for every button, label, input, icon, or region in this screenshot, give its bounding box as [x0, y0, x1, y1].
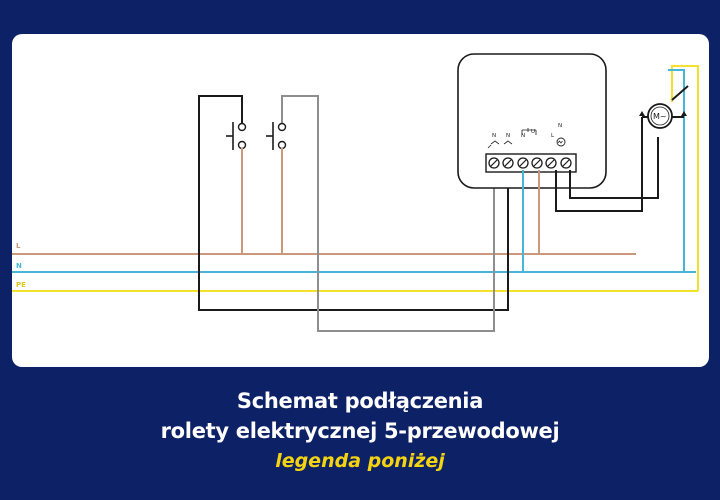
terminal-screws [488, 157, 572, 169]
live-wire-label: L [16, 242, 21, 250]
wiring-diagram: L N PE N N N U L [12, 53, 699, 332]
motor-earth-wire [671, 65, 699, 291]
earth-wire-label: PE [16, 281, 26, 289]
terminal-1-label: N [492, 133, 496, 139]
push-button-switch-2 [266, 122, 287, 254]
terminal-labels: N N N U L N [487, 123, 566, 149]
motor-wire-b [569, 137, 659, 199]
terminal-3-label: N [521, 133, 525, 139]
caption-line-1: Schemat podłączenia [236, 389, 484, 413]
caption-legend-link[interactable]: legenda poniżej [275, 450, 445, 472]
black-wire-left-switch [198, 95, 509, 311]
motor-symbol: M~ [639, 85, 689, 129]
grey-wire-right-switch [281, 95, 495, 332]
motor-neutral-top [668, 69, 685, 112]
terminal-4-label: U [531, 129, 535, 135]
motor-label: M~ [653, 112, 667, 121]
caption-line-2: rolety elektrycznej 5-przewodowej [160, 419, 560, 443]
push-button-switch-1 [226, 122, 247, 254]
terminal-6-label: N [558, 123, 562, 129]
terminal-2-label: N [506, 133, 510, 139]
diagram-caption: Schemat podłączenia rolety elektrycznej … [0, 386, 720, 476]
terminal-5-label: L [551, 133, 555, 139]
motor-wire-a [555, 117, 643, 212]
neutral-wire-label: N [16, 262, 22, 270]
wiring-diagram-panel: L N PE N N N U L [12, 34, 709, 367]
